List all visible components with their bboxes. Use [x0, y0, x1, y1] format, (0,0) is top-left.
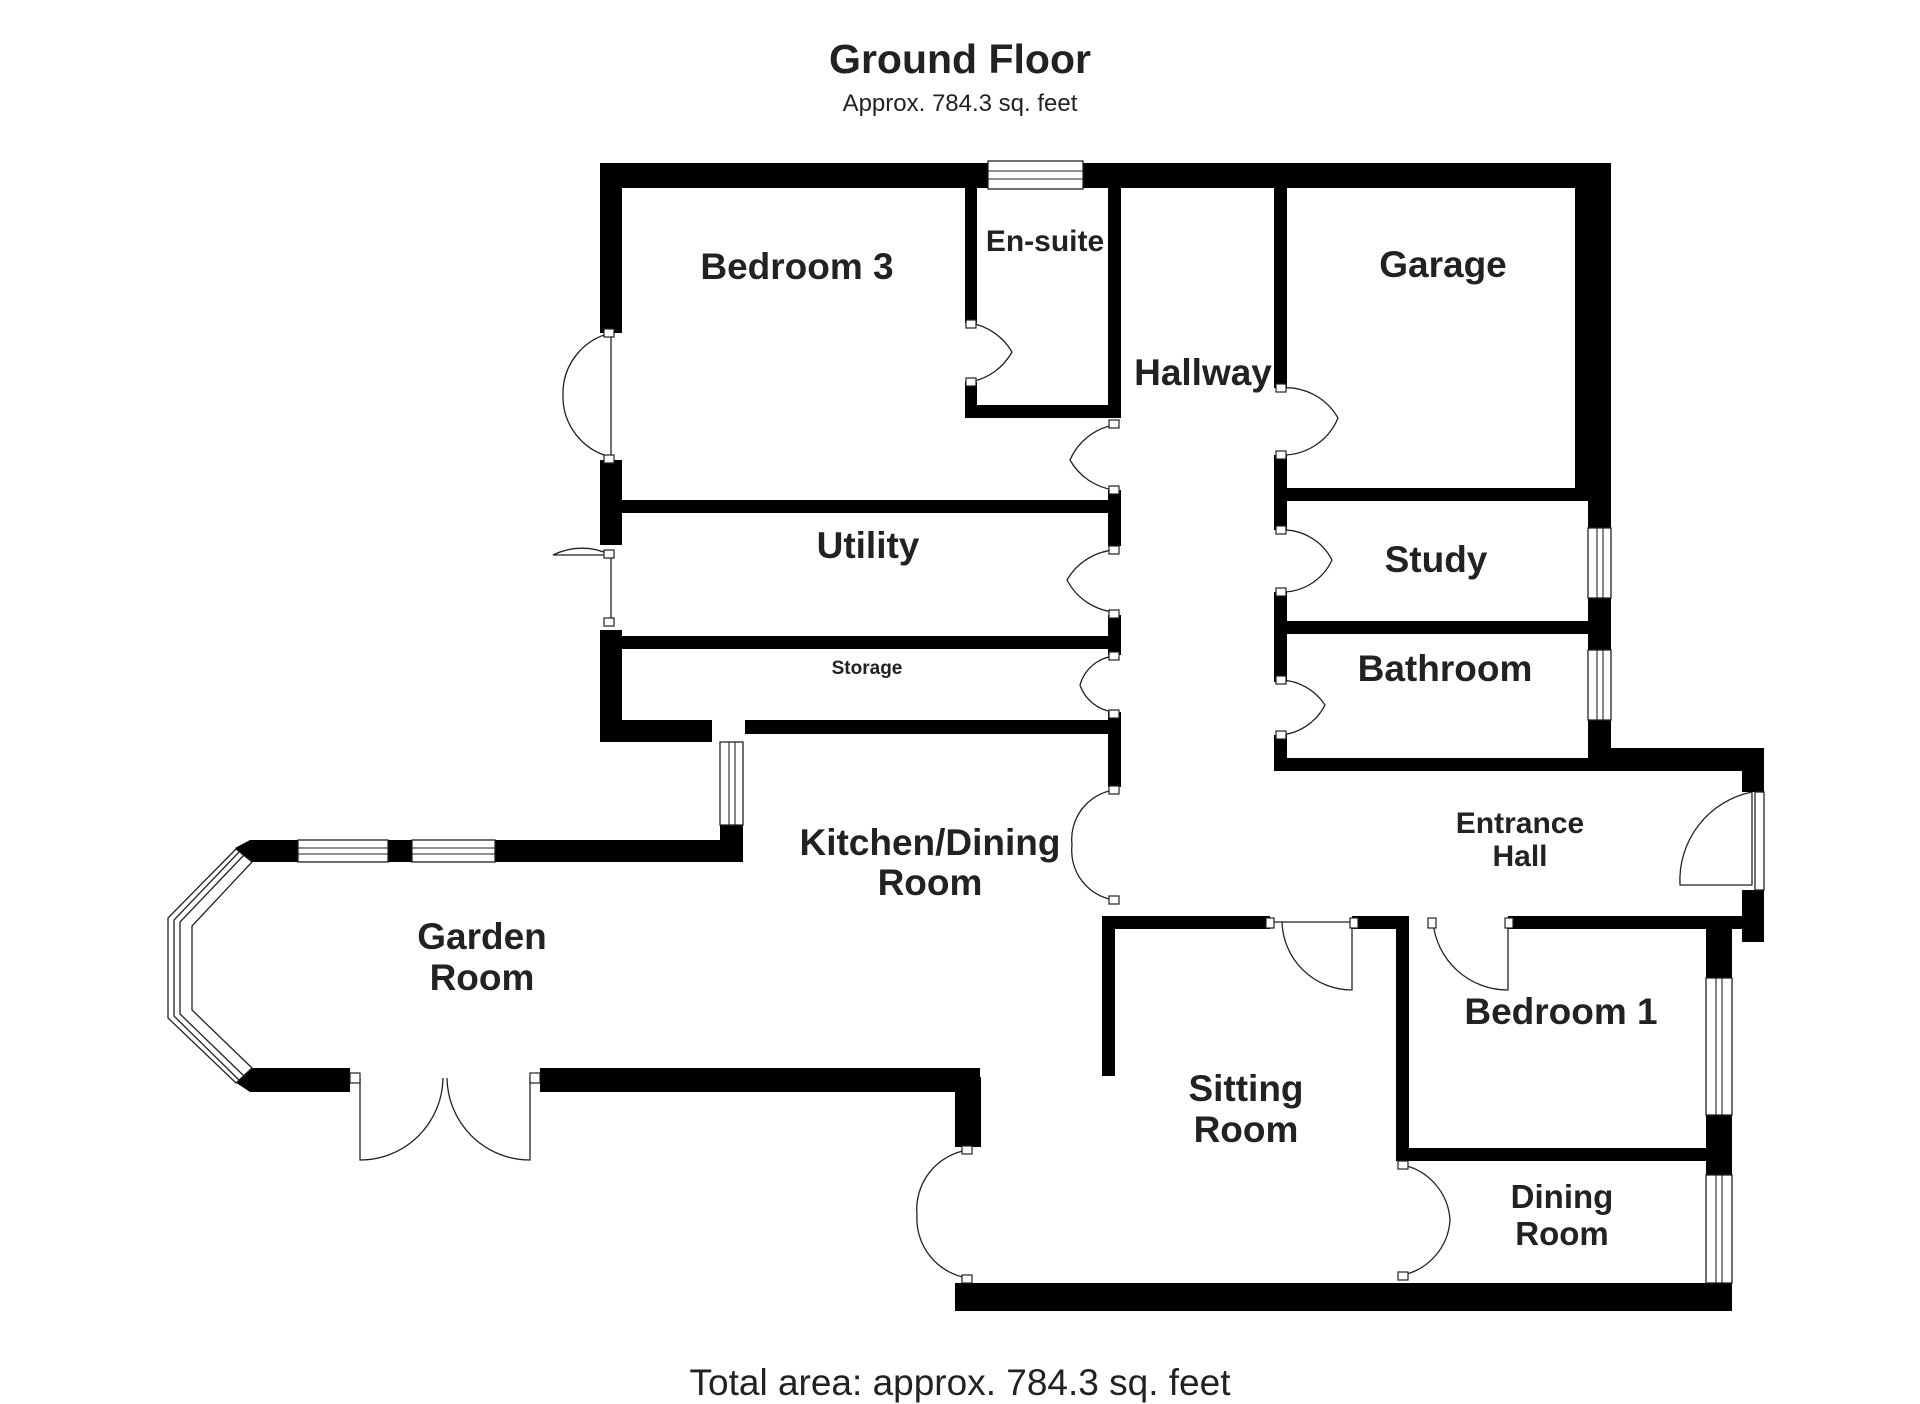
room-label-garden-2: Room	[430, 957, 535, 998]
window-garden-2	[411, 839, 496, 863]
wall-right-upper	[1588, 163, 1611, 528]
window-bathroom	[1587, 649, 1612, 721]
wall-right-low	[1588, 720, 1611, 750]
door-bedroom3-left	[562, 332, 612, 458]
room-label-dining-1: Dining	[1511, 1178, 1614, 1215]
wall-hall-bottom-mid	[1352, 916, 1408, 929]
wall-hall-bottom-left	[1112, 916, 1270, 929]
wall-garden-top-c	[495, 840, 743, 862]
windows	[167, 160, 1733, 1284]
window-study	[1587, 527, 1612, 599]
room-labels: Bedroom 3 En-suite Hallway Garage Utilit…	[417, 225, 1657, 1252]
wall-storage-left	[600, 630, 622, 742]
room-label-study: Study	[1385, 539, 1488, 580]
room-label-sitting-1: Sitting	[1188, 1068, 1303, 1109]
room-label-bathroom: Bathroom	[1358, 648, 1533, 689]
wall-kitchen-top	[745, 720, 1115, 734]
wall-hall-left-b	[1108, 615, 1121, 655]
wall-hall-left-top	[1108, 163, 1121, 418]
wall-top-right	[1083, 163, 1611, 188]
wall-study-left-low	[1274, 592, 1287, 682]
room-label-bedroom1: Bedroom 1	[1464, 991, 1657, 1032]
window-bedroom1	[1705, 977, 1733, 1116]
room-label-entrance-1: Entrance	[1456, 807, 1584, 840]
wall-ensuite-left-low	[965, 382, 977, 418]
wall-study-left	[1274, 455, 1287, 530]
wall-hall-bottom-right	[1508, 916, 1742, 929]
window-dining	[1705, 1174, 1733, 1284]
wall-garage-left	[1274, 163, 1287, 388]
doors	[349, 319, 1765, 1284]
wall-bedroom1-left	[1396, 916, 1409, 1161]
room-label-garage: Garage	[1379, 244, 1507, 285]
wall-study-bottom	[1282, 621, 1588, 634]
floor-area-subtitle: Approx. 784.3 sq. feet	[842, 90, 1078, 117]
room-label-sitting-2: Room	[1194, 1109, 1299, 1150]
wall-garden-top-a	[250, 840, 298, 862]
wall-garage-bottom	[1282, 488, 1588, 501]
wall-garden-bottom-left	[250, 1068, 350, 1092]
wall-garden-top-b	[388, 840, 412, 862]
room-label-kitchen-1: Kitchen/Dining	[799, 822, 1060, 863]
room-label-bedroom3: Bedroom 3	[700, 246, 893, 287]
wall-hall-left-c	[1108, 712, 1121, 787]
wall-entrance-top	[1588, 748, 1764, 771]
wall-bathroom-bottom	[1282, 758, 1588, 771]
room-label-ensuite: En-suite	[986, 225, 1104, 258]
bay-window-wall	[235, 840, 252, 862]
wall-bedroom1-right-mid	[1706, 1115, 1732, 1175]
wall-bathroom-left-low	[1274, 735, 1287, 771]
floor-title: Ground Floor	[829, 36, 1091, 82]
wall-storage-bottom	[600, 720, 712, 742]
window-kitchen	[719, 741, 744, 826]
window-top-ensuite	[987, 160, 1084, 190]
room-label-dining-2: Room	[1515, 1215, 1609, 1252]
wall-right-mid	[1588, 598, 1611, 650]
room-label-entrance-2: Hall	[1492, 840, 1547, 873]
wall-garden-top-d	[720, 825, 743, 862]
bay-window	[167, 848, 253, 1084]
walls	[250, 163, 1764, 1311]
wall-bedroom1-bottom	[1400, 1148, 1732, 1161]
wall-entrance-right-top	[1742, 748, 1764, 792]
room-label-hallway: Hallway	[1134, 352, 1272, 393]
wall-top-left	[600, 163, 988, 188]
wall-kitchen-right	[1102, 916, 1115, 1076]
wall-hall-left-a	[1108, 490, 1121, 546]
wall-garden-bottom-right	[540, 1068, 980, 1092]
wall-bottom	[955, 1283, 1732, 1311]
wall-storage-top	[600, 636, 1112, 649]
room-label-kitchen-2: Room	[878, 862, 983, 903]
room-label-utility: Utility	[817, 525, 920, 566]
room-label-garden-1: Garden	[417, 916, 547, 957]
room-label-storage: Storage	[832, 658, 903, 679]
wall-ensuite-bottom	[965, 405, 1112, 418]
wall-entrance-right-bottom	[1742, 890, 1764, 942]
window-garden-1	[297, 839, 389, 863]
wall-bedroom3-left	[600, 163, 622, 333]
wall-bedroom1-right-top	[1706, 920, 1732, 978]
bay-window-wall-lower	[235, 1068, 252, 1092]
wall-utility-top	[600, 500, 1112, 513]
total-area-footer: Total area: approx. 784.3 sq. feet	[689, 1362, 1231, 1403]
wall-garage-right	[1575, 163, 1588, 501]
wall-ensuite-left	[965, 163, 977, 323]
